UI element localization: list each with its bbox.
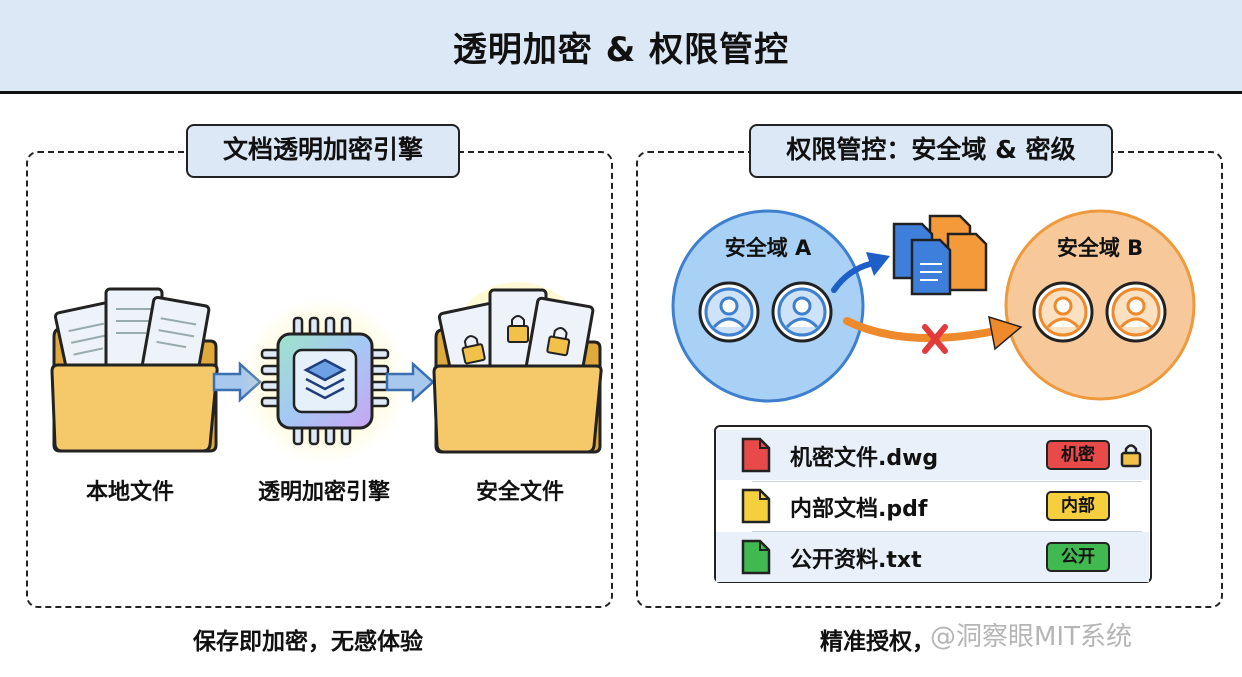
row-divider: [752, 531, 1142, 532]
encryption-panel-title: 文档透明加密引擎: [186, 124, 460, 178]
user-icon: [771, 281, 833, 343]
local-files-label: 本地文件: [85, 480, 174, 505]
secure-files-label: 安全文件: [475, 480, 564, 505]
file-name: 内部文档.pdf: [790, 497, 928, 522]
allowed-access-arrow: [831, 252, 890, 293]
security-domain-b-circle: [1004, 209, 1196, 401]
arrow-right-icon: [385, 361, 435, 403]
watermark: @洞察眼MIT系统: [930, 622, 1132, 652]
header-bar: 透明加密 & 权限管控: [0, 0, 1242, 94]
permission-panel-title: 权限管控：安全域 & 密级: [749, 124, 1113, 178]
domain-a-label: 安全域 A: [724, 236, 812, 260]
classification-badge: 内部: [1046, 491, 1110, 521]
list-item[interactable]: 公开资料.txt 公开: [716, 532, 1149, 582]
encryption-chip-icon: [241, 297, 409, 465]
classification-badge: 公开: [1046, 542, 1110, 572]
file-name: 公开资料.txt: [790, 548, 922, 573]
right-caption: 精准授权，: [820, 629, 935, 655]
list-item[interactable]: 机密文件.dwg 机密: [716, 430, 1149, 480]
document-icon: [741, 437, 771, 473]
classified-file-list: 机密文件.dwg 机密 内部文档.pdf 内部 公开资料.txt 公开: [714, 425, 1152, 583]
row-divider: [752, 481, 1142, 482]
classification-badge: 机密: [1046, 440, 1110, 470]
user-icon: [1032, 281, 1094, 343]
list-item[interactable]: 内部文档.pdf 内部: [716, 481, 1149, 531]
document-icon: [741, 539, 771, 575]
domain-b-label: 安全域 B: [1056, 236, 1144, 260]
document-icon: [741, 488, 771, 524]
blocked-access-arrow: [843, 315, 1023, 354]
shared-documents-icon: [892, 214, 988, 296]
user-icon: [698, 281, 760, 343]
lock-icon: [1120, 444, 1142, 468]
user-icon: [1105, 281, 1167, 343]
security-domain-a-circle: [671, 209, 865, 403]
folder-with-locked-documents-icon: [432, 282, 603, 454]
folder-with-documents-icon: [50, 287, 219, 453]
encryption-engine-label: 透明加密引擎: [257, 480, 390, 505]
file-name: 机密文件.dwg: [790, 446, 939, 471]
page-title: 透明加密 & 权限管控: [452, 30, 790, 70]
left-caption: 保存即加密，无感体验: [193, 629, 423, 655]
